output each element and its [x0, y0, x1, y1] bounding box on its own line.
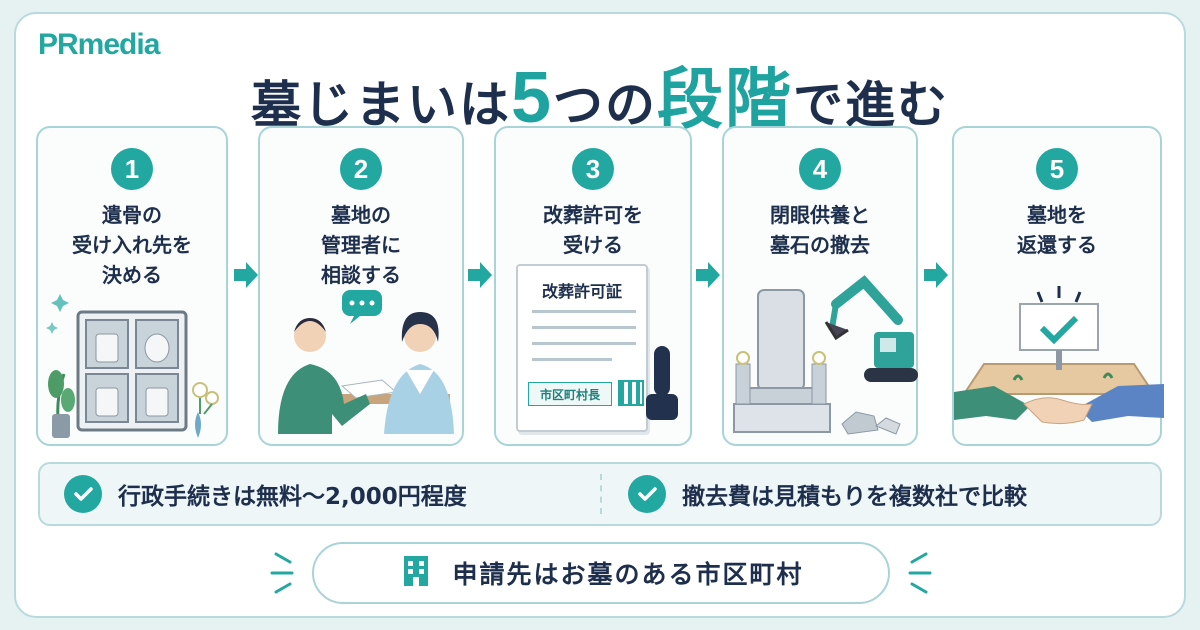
- page-title: 墓じまいは 5 つの 段階 で進む: [0, 46, 1200, 138]
- emphasis-lines-left: [270, 552, 294, 594]
- step-number-3: 3: [572, 148, 614, 190]
- chevron-right-icon: [696, 262, 720, 288]
- title-number: 5: [510, 58, 554, 138]
- seal-stamp-icon: [646, 346, 678, 420]
- chevron-right-icon: [234, 262, 258, 288]
- step-card-5: 5 墓地を 返還する: [952, 126, 1164, 446]
- qr-code-icon: [618, 380, 644, 406]
- step-card-3: 3 改葬許可を 受ける 改葬許可証 市区町村長: [494, 126, 692, 446]
- permit-stamp-box: 市区町村長: [528, 382, 612, 406]
- step-card-1: 1 遺骨の 受け入れ先を 決める: [36, 126, 228, 446]
- note-removal: 撤去費は見積もりを複数社で比較: [628, 464, 1027, 524]
- chevron-right-icon: [468, 262, 492, 288]
- land-return-illustration: [954, 286, 1164, 425]
- notes-panel: 行政手続きは無料～2,000円程度 撤去費は見積もりを複数社で比較: [38, 462, 1162, 526]
- step-card-4: 4 閉眼供養と 墓石の撤去: [722, 126, 918, 446]
- emphasis-lines-right: [908, 552, 932, 594]
- check-icon: [628, 475, 666, 513]
- step-card-2: 2 墓地の 管理者に 相談する: [258, 126, 464, 446]
- permit-stamp-text: 市区町村長: [539, 387, 600, 402]
- step-number-2: 2: [340, 148, 382, 190]
- notes-divider: [600, 474, 602, 514]
- check-icon: [64, 475, 102, 513]
- title-part2: つの: [553, 76, 658, 134]
- gravestone-removal-illustration: [733, 275, 918, 435]
- title-part1: 墓じまいは: [250, 76, 511, 134]
- step-label-2: 墓地の 管理者に 相談する: [321, 203, 401, 287]
- footer-text: 申請先はお墓のある市区町村: [452, 560, 804, 589]
- chevron-right-icon: [924, 262, 948, 288]
- step-number-5: 5: [1036, 148, 1078, 190]
- note-fee: 行政手続きは無料～2,000円程度: [64, 464, 467, 524]
- step-number-4: 4: [799, 148, 841, 190]
- step-label-1: 遺骨の 受け入れ先を 決める: [72, 203, 192, 287]
- step-label-3: 改葬許可を 受ける: [543, 203, 643, 257]
- step-label-4: 閉眼供養と 墓石の撤去: [770, 203, 870, 257]
- permit-document: 改葬許可証 市区町村長: [516, 264, 648, 432]
- permit-document-title: 改葬許可証: [541, 282, 622, 301]
- consultation-illustration: [278, 290, 454, 434]
- title-accent: 段階: [657, 61, 794, 138]
- brand-logo: PRmedia: [38, 28, 160, 61]
- note-fee-text: 行政手続きは無料～2,000円程度: [118, 484, 467, 510]
- title-part3: で進む: [793, 76, 950, 134]
- footer-callout: 申請先はお墓のある市区町村: [312, 542, 890, 604]
- note-removal-text: 撤去費は見積もりを複数社で比較: [682, 484, 1027, 510]
- step-number-1: 1: [111, 148, 153, 190]
- step-label-5: 墓地を 返還する: [1017, 203, 1097, 257]
- building-icon: [398, 552, 434, 594]
- urn-shelf-illustration: [46, 294, 219, 438]
